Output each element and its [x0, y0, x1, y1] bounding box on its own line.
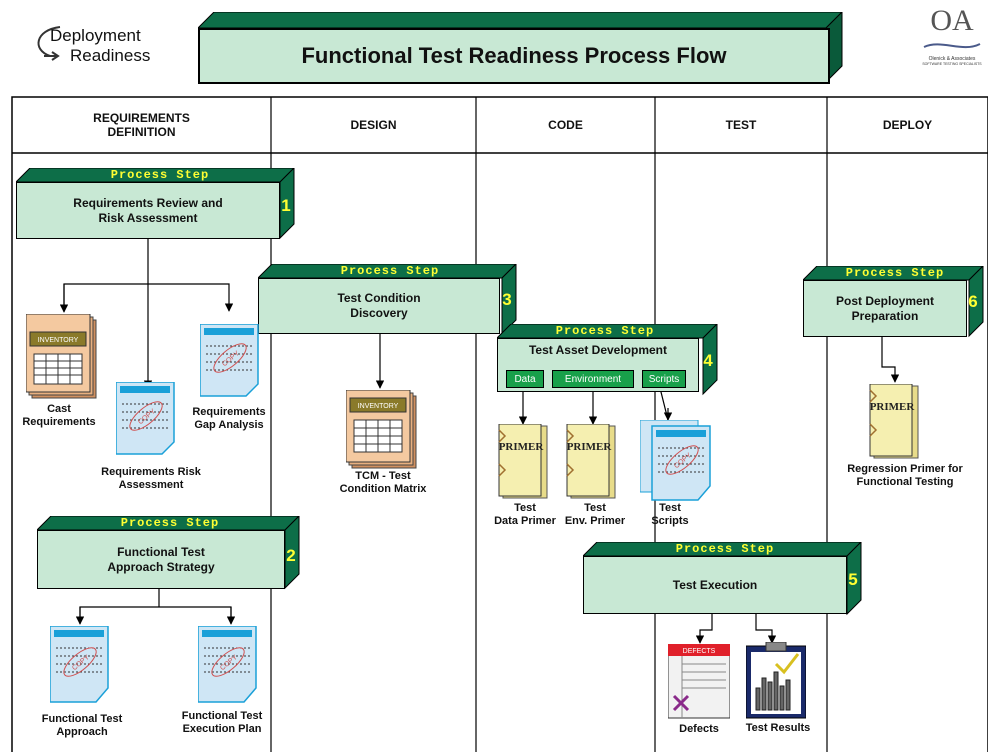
company-logo-mark: OA	[930, 4, 974, 37]
column-header-deploy: DEPLOY	[882, 118, 933, 132]
logo-line2: Readiness	[70, 46, 151, 65]
primer-text-1: PRIMER	[499, 441, 545, 453]
step-5-label: Process Step	[675, 541, 775, 556]
label-test-scripts: Test Scripts	[651, 502, 689, 527]
defects-header-text: DEFECTS	[683, 648, 716, 655]
step-4-3d-frame	[497, 324, 718, 396]
label-test-env-primer: Test Env. Primer	[564, 502, 626, 527]
step-3-box[interactable]: Test Condition Discovery	[258, 278, 500, 334]
step-5-box[interactable]: Test Execution	[583, 556, 847, 614]
cast-requirements-inventory-icon: INVENTORY	[26, 314, 97, 399]
company-logo: OA Olenick & Associates SOFTWARE TESTING…	[920, 4, 984, 70]
test-data-primer-icon: PRIMER	[498, 424, 548, 499]
primer-text-2: PRIMER	[567, 441, 613, 453]
step-1-box[interactable]: Requirements Review and Risk Assessment	[16, 182, 280, 239]
test-env-primer-icon: PRIMER	[566, 424, 616, 499]
defects-icon: DEFECTS	[668, 644, 730, 719]
step-5-number: 5	[848, 570, 858, 589]
column-header-requirements: REQUIREMENTS DEFINITION	[93, 111, 190, 139]
label-defects: Defects	[679, 723, 719, 735]
chip-scripts[interactable]: Scripts	[642, 370, 686, 388]
inventory-text-1: INVENTORY	[38, 337, 79, 344]
step-2-label: Process Step	[120, 515, 220, 530]
column-header-test: TEST	[725, 118, 757, 132]
inventory-text-2: INVENTORY	[358, 403, 399, 410]
company-logo-wave-icon	[923, 43, 981, 49]
page-title: Functional Test Readiness Process Flow	[198, 28, 830, 84]
step-2-3d-frame	[37, 516, 300, 590]
primer-text-3: PRIMER	[870, 401, 916, 413]
step-2-box[interactable]: Functional Test Approach Strategy	[37, 530, 285, 589]
step-5-3d-frame	[583, 542, 862, 616]
column-header-design: DESIGN	[350, 118, 397, 132]
column-header-code: CODE	[548, 118, 583, 132]
step-1-label: Process Step	[110, 167, 210, 182]
tcm-inventory-icon: INVENTORY	[346, 390, 417, 469]
step-6-label: Process Step	[845, 265, 945, 280]
company-logo-tagline: SOFTWARE TESTING SPECIALISTS	[922, 62, 982, 66]
requirements-risk-doc-icon: COPY	[116, 382, 175, 455]
requirements-gap-doc-icon: COPY	[200, 324, 259, 397]
regression-primer-icon: PRIMER	[869, 384, 919, 459]
step-4-number: 4	[703, 351, 713, 370]
label-test-data-primer: Test Data Primer	[494, 502, 556, 527]
label-functional-test-approach: Functional Test Approach	[41, 713, 123, 738]
step-3-number: 3	[502, 290, 512, 309]
step-6-3d-frame	[803, 266, 984, 338]
step-6-box[interactable]: Post Deployment Preparation	[803, 280, 967, 337]
step-1-number: 1	[281, 196, 291, 215]
label-requirements-gap: Requirements Gap Analysis	[192, 406, 266, 431]
label-tcm: TCM - Test Condition Matrix	[339, 470, 427, 495]
test-scripts-doc-icon: COPY	[640, 420, 711, 501]
step-1-3d-frame	[16, 168, 295, 240]
label-regression-primer: Regression Primer for Functional Testing	[847, 463, 963, 488]
step-6-number: 6	[968, 292, 978, 311]
chip-data[interactable]: Data	[506, 370, 544, 388]
deployment-readiness-logo: Deployment Readiness	[30, 22, 180, 78]
label-functional-test-execution: Functional Test Execution Plan	[181, 710, 263, 735]
logo-line1: Deployment	[50, 26, 141, 45]
label-requirements-risk: Requirements Risk Assessment	[101, 466, 201, 491]
test-results-clipboard-icon	[746, 642, 806, 719]
functional-test-execution-doc-icon: COPY	[198, 626, 257, 703]
step-3-label: Process Step	[340, 263, 440, 278]
step-2-number: 2	[286, 546, 296, 565]
label-cast-requirements: Cast Requirements	[22, 403, 96, 428]
functional-test-approach-doc-icon: COPY	[50, 626, 109, 703]
label-test-results: Test Results	[745, 722, 811, 734]
logo-swoosh-icon	[37, 26, 61, 61]
chip-environment[interactable]: Environment	[552, 370, 634, 388]
step-4-label: Process Step	[555, 323, 655, 338]
company-logo-name: Olenick & Associates	[928, 56, 976, 62]
